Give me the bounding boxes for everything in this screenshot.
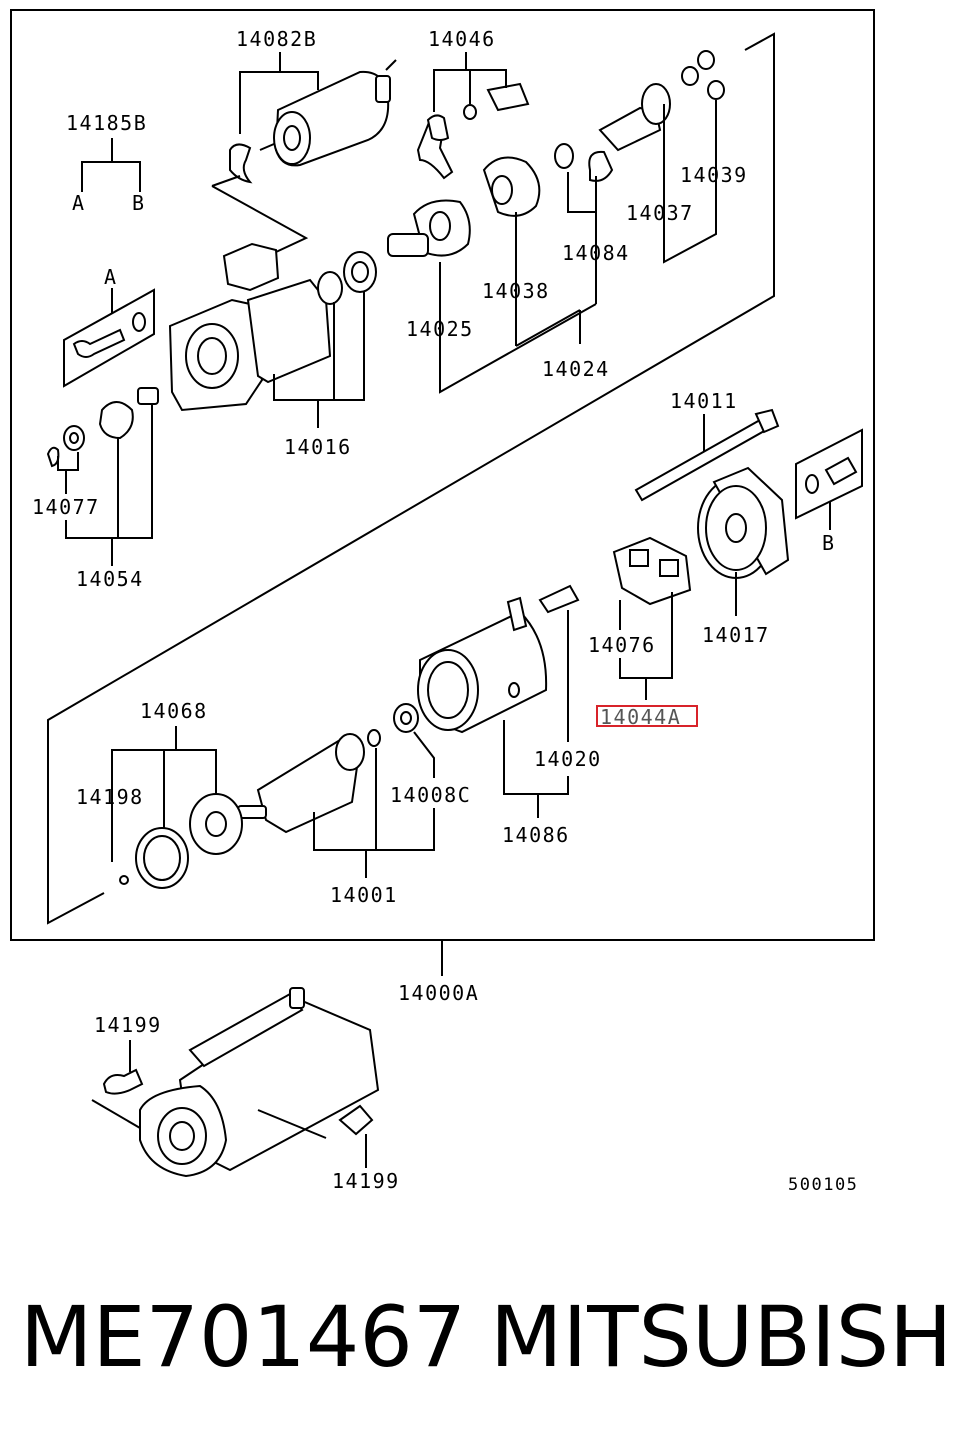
detail-box-a	[63, 288, 155, 388]
part-number-caption: ME701467	[20, 1288, 466, 1386]
label-14024: 14024	[542, 357, 610, 381]
label-14039: 14039	[680, 163, 748, 187]
front-housing-part	[168, 242, 377, 412]
label-14000A: 14000A	[398, 981, 479, 1005]
subassembly-outline	[47, 32, 775, 925]
highlight-14044A	[596, 705, 698, 727]
label-14011: 14011	[670, 389, 738, 413]
label-14199-top: 14199	[94, 1013, 162, 1037]
brand-caption: MITSUBISHI	[490, 1288, 960, 1386]
label-14008C: 14008C	[390, 783, 471, 807]
label-14082B: 14082B	[236, 27, 317, 51]
label-14084: 14084	[562, 241, 630, 265]
label-14037: 14037	[626, 201, 694, 225]
starter-assembly	[102, 987, 380, 1178]
ref-a-box: A	[104, 265, 118, 289]
armature-part	[119, 703, 419, 889]
label-14020: 14020	[534, 747, 602, 771]
label-14198: 14198	[76, 785, 144, 809]
label-14001: 14001	[330, 883, 398, 907]
label-14044A: 14044A	[600, 705, 681, 729]
label-14017: 14017	[702, 623, 770, 647]
solenoid-part	[229, 59, 397, 184]
label-14077: 14077	[32, 495, 100, 519]
ref-b-top: B	[132, 191, 146, 215]
label-14082B-leader	[239, 52, 319, 134]
label-14038: 14038	[482, 279, 550, 303]
ref-b-box: B	[822, 531, 836, 555]
ref-a-top: A	[72, 191, 86, 215]
label-14046: 14046	[428, 27, 496, 51]
clutch-pinion-parts	[387, 156, 541, 257]
label-14054: 14054	[76, 567, 144, 591]
detail-box-b	[795, 428, 863, 520]
through-bolt-part	[634, 408, 780, 502]
rear-cover-part	[697, 466, 790, 579]
label-14068: 14068	[140, 699, 208, 723]
gear-parts	[46, 387, 159, 468]
yoke-part	[417, 584, 580, 734]
shift-lever-part	[416, 82, 530, 180]
label-14076: 14076	[588, 633, 656, 657]
top-right-parts	[554, 50, 725, 182]
document-number: 500105	[788, 1175, 858, 1195]
label-14199-bottom: 14199	[332, 1169, 400, 1193]
label-14025: 14025	[406, 317, 474, 341]
label-14185B: 14185B	[66, 111, 147, 135]
label-14185B-leader	[81, 161, 141, 192]
label-14086: 14086	[502, 823, 570, 847]
label-14016: 14016	[284, 435, 352, 459]
brush-holder-part	[612, 536, 692, 606]
